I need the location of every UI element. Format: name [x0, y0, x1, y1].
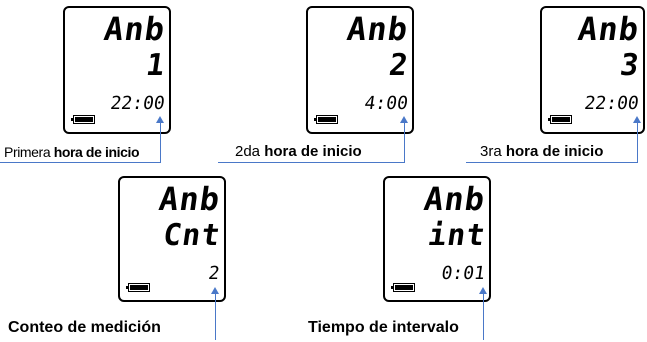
caption-second-start-time: 2da hora de inicio: [235, 143, 362, 161]
caption-4-bold: Conteo de medición: [8, 319, 161, 336]
display-5-mode: Anb: [421, 180, 489, 218]
pointer-arrow-5: [479, 287, 487, 294]
caption-2-bold: hora de inicio: [264, 143, 362, 160]
pointer-arrow-2: [400, 116, 408, 123]
display-3-time: 22:00: [582, 93, 640, 114]
display-2-index: 2: [386, 48, 411, 83]
lcd-display-4: Anb Cnt 2: [118, 176, 226, 302]
display-4-mode: Anb: [156, 180, 224, 218]
pointer-arrow-3: [633, 116, 641, 123]
pointer-line-3: [637, 122, 638, 162]
pointer-line-2: [404, 122, 405, 162]
lcd-display-3: Anb 3 22:00: [540, 6, 645, 134]
caption-1-bold: hora de inicio: [53, 144, 140, 160]
pointer-arrow-1: [156, 116, 164, 123]
pointer-line-5: [483, 293, 484, 340]
display-3-index: 3: [617, 48, 642, 83]
caption-third-start-time: 3ra hora de inicio: [480, 143, 603, 161]
display-5-label: int: [425, 218, 488, 253]
battery-icon: [126, 283, 150, 292]
caption-1-normal: Primera: [4, 144, 54, 160]
caption-measurement-count: Conteo de medición: [8, 319, 161, 337]
battery-icon: [548, 115, 572, 124]
battery-icon: [391, 283, 415, 292]
caption-interval-time: Tiempo de intervalo: [308, 319, 459, 337]
battery-icon: [314, 115, 338, 124]
lcd-display-2: Anb 2 4:00: [306, 6, 414, 134]
battery-icon: [71, 115, 95, 124]
caption-underline-1: [0, 162, 161, 163]
caption-3-normal: 3ra: [480, 143, 506, 160]
display-4-label: Cnt: [160, 218, 223, 253]
display-5-interval: 0:01: [439, 263, 486, 284]
display-1-mode: Anb: [101, 10, 169, 48]
caption-first-start-time: Primera hora de inicio: [4, 143, 140, 161]
display-3-mode: Anb: [575, 10, 643, 48]
lcd-display-1: Anb 1 22:00: [63, 6, 171, 134]
pointer-line-1: [160, 122, 161, 162]
caption-3-bold: hora de inicio: [505, 143, 604, 160]
pointer-line-4: [215, 293, 216, 340]
display-2-mode: Anb: [344, 10, 412, 48]
caption-2-normal: 2da: [235, 143, 265, 160]
display-1-time: 22:00: [108, 93, 166, 114]
caption-underline-2: [218, 162, 405, 163]
pointer-arrow-4: [211, 287, 219, 294]
caption-5-bold: Tiempo de intervalo: [308, 319, 459, 336]
caption-underline-3: [466, 162, 638, 163]
lcd-display-5: Anb int 0:01: [383, 176, 491, 302]
display-4-count: 2: [207, 263, 221, 284]
display-2-time: 4:00: [362, 93, 409, 114]
display-1-index: 1: [143, 48, 168, 83]
